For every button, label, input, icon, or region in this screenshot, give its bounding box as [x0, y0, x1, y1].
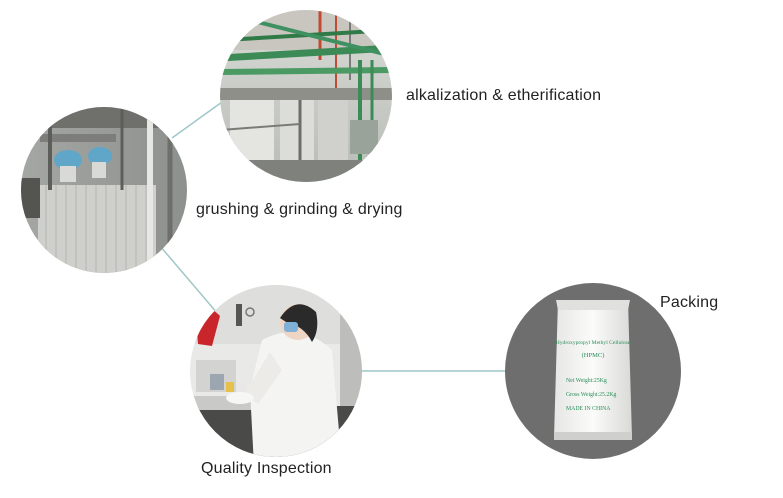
step-label-packing: Packing — [660, 294, 719, 311]
bag-product-abbr: (HPMC) — [582, 352, 605, 359]
bag-origin: MADE IN CHINA — [566, 406, 611, 412]
step-label-alkalization: alkalization & etherification — [406, 87, 602, 104]
connector-grushing-to-alkalization — [171, 96, 230, 139]
step-label-grushing: grushing & grinding & drying — [196, 201, 403, 218]
step-label-quality-inspection: Quality Inspection — [201, 460, 332, 477]
connector-grushing-to-quality — [159, 245, 219, 315]
bag-net-weight: Net Weight:25Kg — [566, 378, 607, 384]
bag-product-name: Hydroxypropyl Methyl Cellulose — [556, 340, 631, 346]
bag-gross-weight: Gross Weight:25.2Kg — [566, 392, 616, 398]
